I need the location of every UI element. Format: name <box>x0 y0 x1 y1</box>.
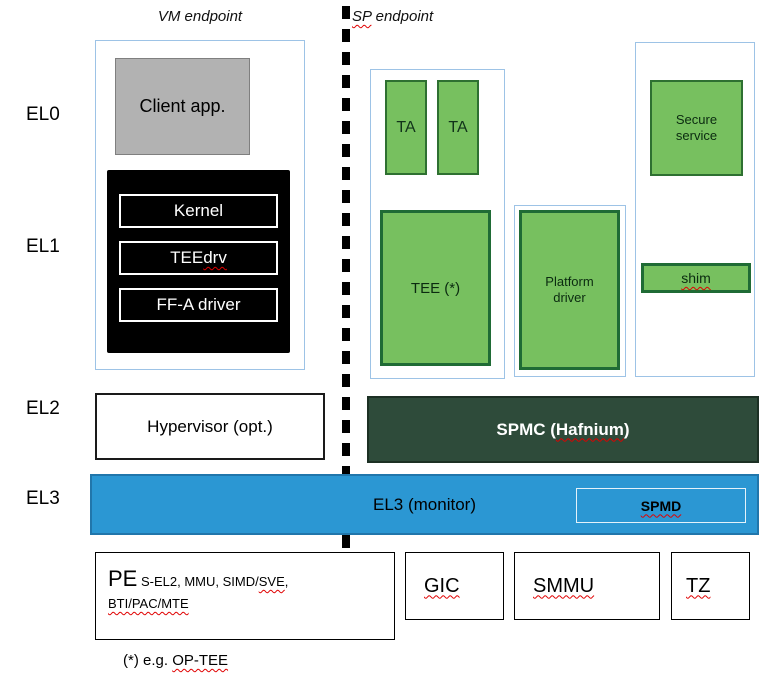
el3-monitor-box: EL3 (monitor) SPMD <box>90 474 759 535</box>
el0-label: EL0 <box>26 104 60 125</box>
pe-features-a: S-EL2, MMU, SIMD/ <box>140 574 259 589</box>
smmu-label: SMMU <box>533 574 595 597</box>
vm-endpoint-label: VM endpoint <box>157 8 243 25</box>
footnote-word: OP-TEE <box>172 652 229 669</box>
gic-label: GIC <box>424 574 460 597</box>
tz-box: TZ <box>671 552 750 620</box>
tee-box: TEE (*) <box>380 210 491 366</box>
sp-endpoint-label-sp: SP <box>352 8 372 25</box>
endpoint-divider-line <box>342 6 350 550</box>
el3-label: EL3 <box>26 488 60 509</box>
kernel-box: Kernel <box>119 194 278 228</box>
pe-label: PE <box>108 566 138 591</box>
hypervisor-box: Hypervisor (opt.) <box>95 393 325 460</box>
el3-monitor-label: EL3 (monitor) <box>373 494 476 514</box>
pe-box: PE S-EL2, MMU, SIMD/SVE, BTI/PAC/MTE <box>95 552 395 640</box>
pe-features-b: BTI/PAC/MTE <box>108 595 189 611</box>
tee-drv-label-prefix: TEE <box>170 248 204 267</box>
client-app-box: Client app. <box>115 58 250 155</box>
spmc-label-word: Hafnium <box>555 419 624 439</box>
footnote: (*) e.g. OP-TEE <box>123 652 228 669</box>
spmd-label: SPMD <box>640 497 682 514</box>
sp-endpoint-label: SP endpoint <box>352 8 433 25</box>
pe-features-sve: SVE <box>258 574 285 589</box>
ta1-box: TA <box>385 80 427 175</box>
secure-service-box: Secure service <box>650 80 743 176</box>
shim-box: shim <box>641 263 751 293</box>
shim-label: shim <box>681 270 711 286</box>
ta2-box: TA <box>437 80 479 175</box>
tee-drv-label-word: drv <box>203 248 227 267</box>
smmu-box: SMMU <box>514 552 660 620</box>
spmc-label-prefix: SPMC ( <box>496 419 556 439</box>
platform-driver-box: Platform driver <box>519 210 620 370</box>
sp-endpoint-label-rest: endpoint <box>371 8 434 25</box>
footnote-prefix: (*) e.g. <box>123 652 173 669</box>
spmc-box: SPMC (Hafnium) <box>367 396 759 463</box>
spmd-box: SPMD <box>576 488 746 523</box>
kernel-stack-box: Kernel TEE drv FF-A driver <box>107 170 290 353</box>
gic-box: GIC <box>405 552 504 620</box>
pe-features-comma: , <box>284 574 289 589</box>
spmc-label-suffix: ) <box>623 419 630 439</box>
ffa-driver-box: FF-A driver <box>119 288 278 322</box>
tz-label: TZ <box>686 574 711 597</box>
el1-label: EL1 <box>26 236 60 257</box>
tee-drv-box: TEE drv <box>119 241 278 275</box>
el2-label: EL2 <box>26 398 60 419</box>
